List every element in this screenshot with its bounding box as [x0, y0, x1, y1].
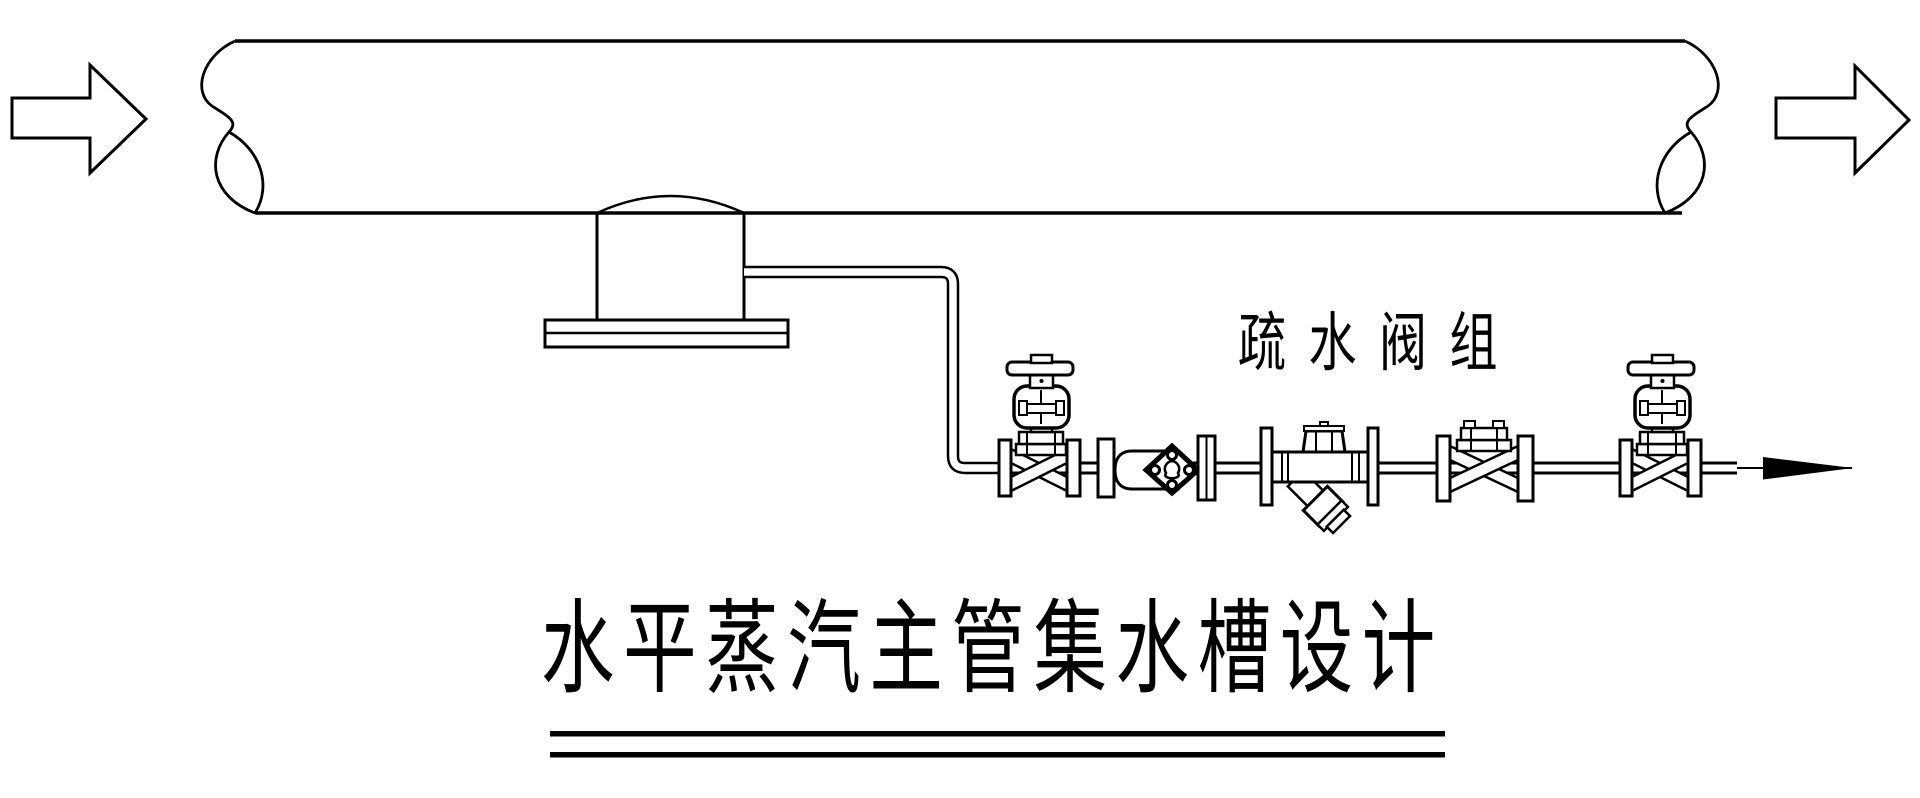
upstream-globe-valve	[997, 353, 1082, 498]
horizontal-steam-main-pipe	[235, 39, 1685, 215]
pot-bottom-flange	[543, 318, 790, 349]
title-underline	[550, 731, 1445, 758]
pipe-flange	[1096, 437, 1116, 499]
flow-direction-arrowhead-out	[1737, 457, 1853, 480]
pipe-break-symbol-left	[200, 39, 265, 215]
y-strainer	[1259, 421, 1380, 535]
flange-pair	[1196, 434, 1217, 502]
flow-direction-arrow-in	[10, 61, 149, 177]
valve-group-label: 疏水阀组	[1238, 308, 1520, 379]
condensate-drain-pipe	[744, 265, 1000, 475]
pipe-break-symbol-right	[1655, 39, 1720, 215]
drip-pocket-collecting-pot	[543, 194, 790, 349]
flow-direction-arrow-out	[1774, 62, 1912, 177]
drawing-title: 水平蒸汽主管集水槽设计	[541, 594, 1444, 707]
downstream-globe-valve	[1618, 353, 1703, 498]
disc-steam-trap-body	[1113, 442, 1202, 497]
steam-trap-bolted-cover	[1435, 420, 1535, 503]
